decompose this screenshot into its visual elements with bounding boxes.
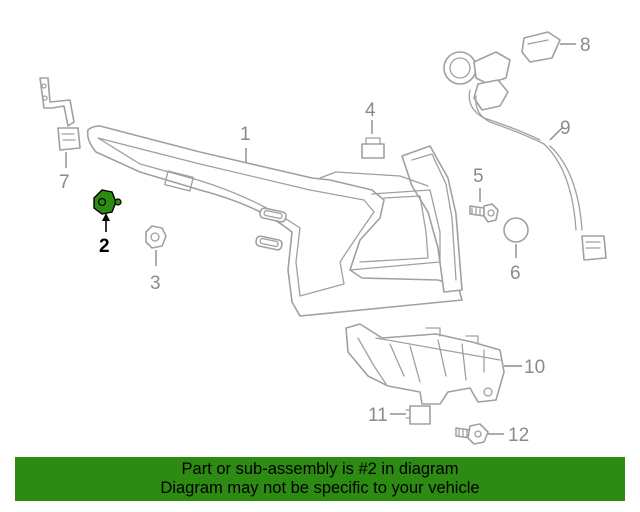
part-2-arrowhead bbox=[102, 213, 110, 221]
part-1-tail-lamp bbox=[86, 125, 463, 317]
callout-10: 10 bbox=[524, 357, 545, 378]
callout-8: 8 bbox=[580, 35, 591, 56]
callout-11: 11 bbox=[368, 405, 388, 426]
part-8-bulb bbox=[521, 31, 561, 63]
callout-7: 7 bbox=[59, 172, 70, 193]
part-4-clip bbox=[361, 137, 385, 159]
part-12-bolt bbox=[455, 423, 489, 445]
callout-3: 3 bbox=[150, 273, 161, 294]
part-7-bracket bbox=[39, 77, 81, 151]
part-3-nut bbox=[145, 225, 167, 249]
callout-6: 6 bbox=[510, 263, 521, 284]
parts-diagram: 7 2 3 1 4 bbox=[39, 31, 607, 446]
part-9-leader bbox=[549, 127, 563, 141]
part-9-socket-harness bbox=[443, 51, 607, 261]
part-2-nut[interactable] bbox=[93, 189, 122, 215]
callout-2: 2 bbox=[99, 236, 110, 257]
part-5-bolt bbox=[469, 203, 499, 223]
part-10-bracket bbox=[345, 323, 505, 405]
part-6-cap bbox=[503, 217, 529, 243]
callout-12: 12 bbox=[508, 425, 529, 446]
callout-5: 5 bbox=[473, 166, 484, 187]
callout-1: 1 bbox=[240, 124, 251, 145]
info-banner: Part or sub-assembly is #2 in diagram Di… bbox=[15, 457, 625, 501]
part-11-clip bbox=[405, 405, 431, 425]
banner-line-2: Diagram may not be specific to your vehi… bbox=[160, 479, 480, 497]
banner-line-1: Part or sub-assembly is #2 in diagram bbox=[181, 460, 459, 478]
callout-9: 9 bbox=[560, 118, 571, 139]
callout-4: 4 bbox=[365, 100, 376, 121]
